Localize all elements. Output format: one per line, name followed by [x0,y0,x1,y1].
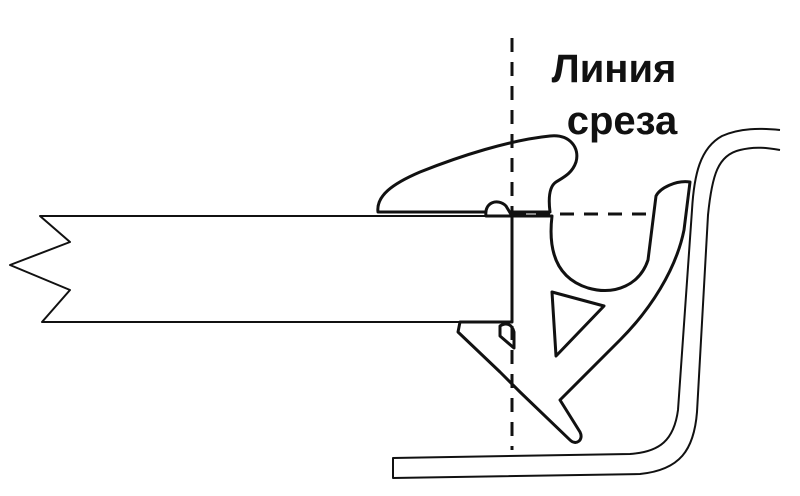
seal-upper-lip [376,134,579,214]
seal-hollow [550,290,606,358]
cut-line-label-1: Линия [552,47,677,91]
glass-panel [9,215,510,323]
cut-line-label-2: среза [567,99,678,143]
seal-bead [484,200,514,218]
body-flange [392,127,781,479]
